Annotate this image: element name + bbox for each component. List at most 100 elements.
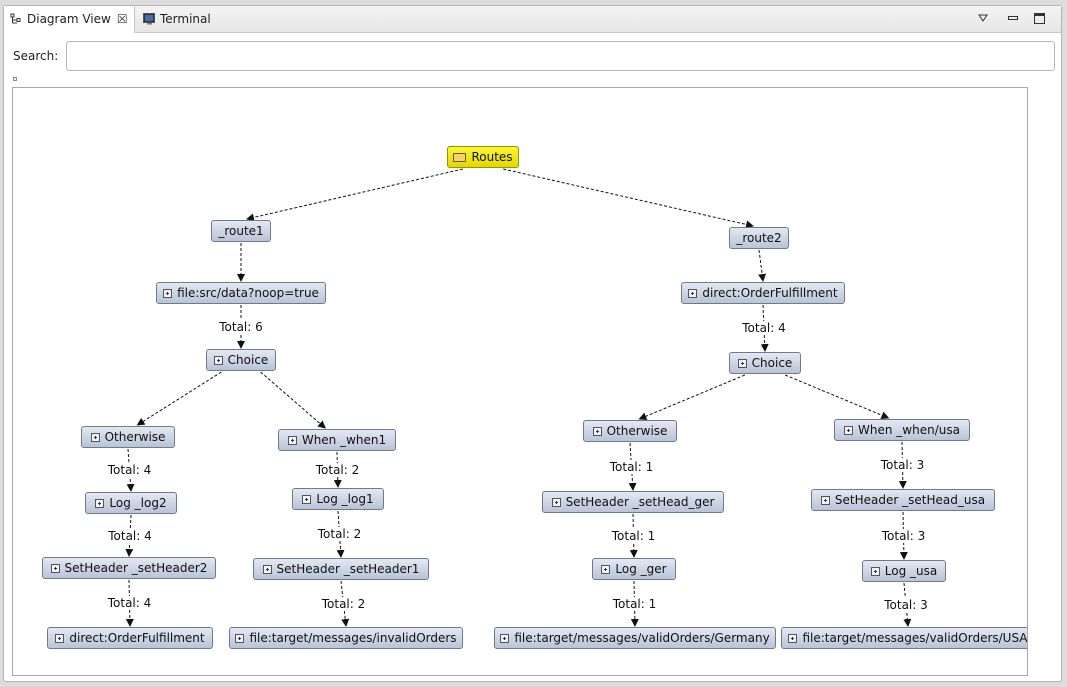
node-label: file:src/data?noop=true [177,286,319,300]
diagram-edges [125,168,912,627]
endpoint-icon [788,633,798,643]
edge-total-label: Total: 4 [106,596,153,610]
edge-routes-route2 [503,168,754,229]
endpoint-icon [688,288,698,298]
endpoint-icon [213,355,223,365]
canvas-handle-icon [13,77,17,81]
diagram-node-sethdr2[interactable]: SetHeader _setHeader2 [42,557,216,579]
endpoint-icon [95,498,105,508]
diagram-node-route2[interactable]: _route2 [729,227,789,249]
diagram-node-route1[interactable]: _route1 [211,220,271,242]
edge-total-label: Total: 2 [320,596,367,611]
edge-whenusa-sethusa [898,441,907,489]
node-label: Choice [227,353,269,367]
diagram-node-choice2[interactable]: Choice [729,352,801,374]
endpoint-icon [90,432,100,442]
minimize-icon[interactable] [1006,11,1020,25]
diagram-node-otherwise1[interactable]: Otherwise [81,426,175,448]
edge-otherwise2-sethger [628,442,637,491]
node-label: Log _log2 [109,496,167,510]
node-label: When _when/usa [858,423,960,437]
terminal-icon [143,13,155,25]
diagram-node-logger[interactable]: Log _ger [592,558,676,580]
tab-diagram-view[interactable]: Diagram View ☒ [4,6,135,33]
diagram-node-logusa[interactable]: Log _usa [862,560,946,582]
diagram-node-whenusa[interactable]: When _when/usa [834,419,970,441]
edge-log1-sethdr1 [336,510,345,558]
edge-sethdr2-directof1 [125,579,134,627]
edge-routes-route1 [246,168,463,222]
tab-terminal[interactable]: Terminal [139,6,229,32]
close-icon[interactable]: ☒ [116,12,128,26]
diagram-node-when1[interactable]: When _when1 [278,429,396,451]
edge-total-label: Total: 4 [107,528,153,543]
node-label: Otherwise [104,430,166,444]
node-label: SetHeader _setHead_ger [565,495,715,509]
endpoint-icon [592,426,602,436]
edge-total-label: Total: 3 [880,528,927,543]
node-label: Log _ger [615,562,667,576]
node-label: direct:OrderFulfillment [702,286,838,300]
search-label: Search: [13,49,59,63]
diagram-node-usa[interactable]: file:target/messages/validOrders/USA [781,627,1028,649]
tab-bar: Diagram View ☒ Terminal [4,6,1061,33]
diagram-node-routes[interactable]: Routes [447,146,519,168]
edge-total-label: Total: 6 [218,319,264,334]
node-label: Routes [471,150,513,164]
node-label: Log _log1 [316,492,374,506]
diagram-node-directof2[interactable]: direct:OrderFulfillment [681,282,845,304]
node-label: _route1 [218,224,264,238]
edge-choice2-otherwise2 [638,374,746,420]
diagram-view-icon [10,13,22,25]
diagram-node-log2[interactable]: Log _log2 [85,492,177,514]
edge-total-label: Total: 2 [314,462,361,477]
edge-choice1-otherwise1 [136,371,222,426]
node-label: file:target/messages/validOrders/Germany [514,631,770,645]
edge-total-label: Total: 3 [879,458,926,472]
node-label: file:target/messages/invalidOrders [249,631,457,645]
endpoint-icon [844,425,854,435]
diagram-node-otherwise2[interactable]: Otherwise [583,420,677,442]
endpoint-icon [50,563,60,573]
diagram-node-sethusa[interactable]: SetHeader _setHead_usa [811,489,995,511]
node-label: SetHeader _setHeader1 [276,562,420,576]
edge-total-label: Total: 3 [883,597,929,612]
endpoint-icon [870,566,880,576]
node-label: file:target/messages/validOrders/USA [802,631,1028,645]
diagram-node-sethger[interactable]: SetHeader _setHead_ger [542,491,724,513]
edge-total-label: Total: 1 [608,459,655,474]
diagram-node-germany[interactable]: file:target/messages/validOrders/Germany [494,627,776,649]
edge-total-label: Total: 2 [316,527,363,541]
endpoint-icon [55,633,65,643]
node-label: direct:OrderFulfillment [69,631,205,645]
maximize-icon[interactable] [1032,11,1046,25]
diagram-node-log1[interactable]: Log _log1 [292,488,384,510]
diagram-node-sethdr1[interactable]: SetHeader _setHeader1 [253,558,429,580]
endpoint-icon [302,494,312,504]
edge-total-label: Total: 4 [741,321,787,335]
edge-choice2-whenusa [784,374,890,420]
edge-directof2-choice2 [760,304,769,352]
view-menu-icon[interactable] [976,11,990,25]
node-label: SetHeader _setHeader2 [64,561,208,575]
endpoint-icon [551,497,561,507]
node-label: Otherwise [606,424,668,438]
endpoint-icon [601,564,611,574]
endpoint-icon [500,633,510,643]
node-label: Log _usa [884,564,938,578]
diagram-view-panel: Diagram View ☒ Terminal Search: [3,5,1062,682]
edge-total-label: Total: 1 [610,528,657,543]
diagram-node-file1[interactable]: file:src/data?noop=true [156,282,326,304]
search-input[interactable] [66,41,1055,71]
endpoint-icon [163,288,173,298]
endpoint-icon [262,564,272,574]
diagram-node-choice1[interactable]: Choice [206,349,276,371]
diagram-node-invalid[interactable]: file:target/messages/invalidOrders [229,627,463,649]
tab-label: Terminal [160,12,211,26]
diagram-node-directof1[interactable]: direct:OrderFulfillment [47,627,213,649]
edge-choice1-when1 [260,371,326,429]
node-label: _route2 [736,231,782,245]
endpoint-icon [820,495,830,505]
folder-icon [453,152,467,162]
